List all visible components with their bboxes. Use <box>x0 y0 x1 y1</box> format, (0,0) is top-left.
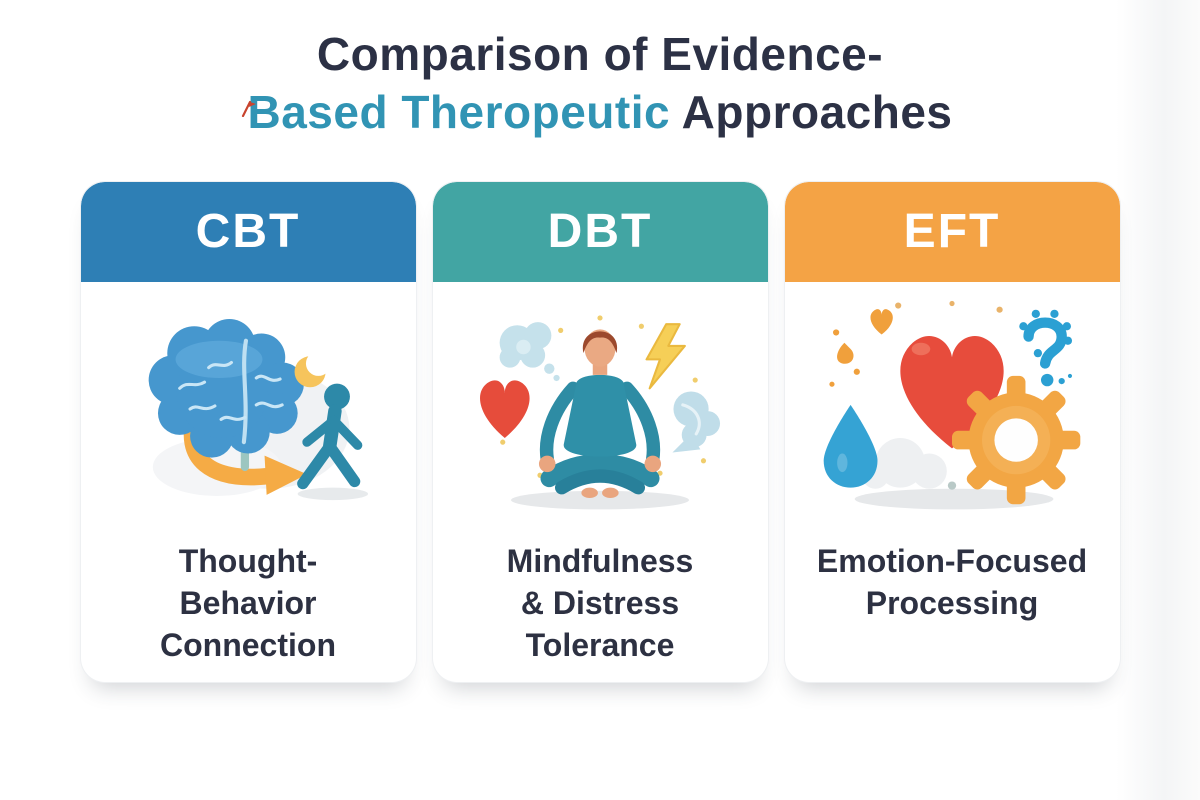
teardrop-icon <box>823 404 878 488</box>
card-cbt-header: CBT <box>80 181 416 282</box>
title-highlight-text: Based Theropeutic <box>247 85 671 138</box>
card-cbt-label: Thought- Behavior Connection <box>160 542 336 664</box>
card-dbt-header: DBT <box>432 181 768 282</box>
card-dbt: DBT <box>432 181 768 682</box>
walking-person-icon <box>297 383 363 490</box>
card-cbt: CBT <box>80 181 416 682</box>
lightning-icon <box>645 323 686 390</box>
card-eft: EFT <box>784 181 1120 682</box>
person-body <box>538 329 662 498</box>
question-gear-icon <box>1019 309 1073 387</box>
gear-icon <box>952 375 1081 505</box>
accent-mark-icon <box>241 73 257 131</box>
page-title: Comparison of Evidence- Based Theropeuti… <box>0 0 1200 142</box>
crescent-icon <box>294 350 331 388</box>
card-eft-label: Emotion-Focused Processing <box>816 542 1088 622</box>
brain-icon <box>148 318 304 472</box>
title-highlight-wrap: Based Theropeutic <box>242 85 671 138</box>
eft-illustration <box>785 286 1120 530</box>
card-dbt-label: Mindfulness & Distress Tolerance <box>506 542 694 664</box>
title-rest-text: Approaches <box>670 85 953 138</box>
title-line-1: Comparison of Evidence- <box>316 28 884 80</box>
meditating-person-icon <box>480 315 721 510</box>
heart-icon <box>480 380 530 438</box>
splash-hearts <box>829 309 893 387</box>
cloud-blob <box>861 437 947 489</box>
card-eft-header: EFT <box>784 181 1120 282</box>
title-line-2: Based Theropeutic Approaches <box>0 84 1200 142</box>
gear-bubble-icon <box>672 391 721 453</box>
thought-bubble-icon <box>499 322 560 382</box>
cbt-illustration <box>81 286 416 530</box>
brain-arrow-walking-person-icon <box>148 318 369 501</box>
dbt-illustration <box>433 286 768 530</box>
heart-gear-icon <box>823 300 1081 510</box>
comparison-cards-row: CBT <box>0 181 1200 682</box>
